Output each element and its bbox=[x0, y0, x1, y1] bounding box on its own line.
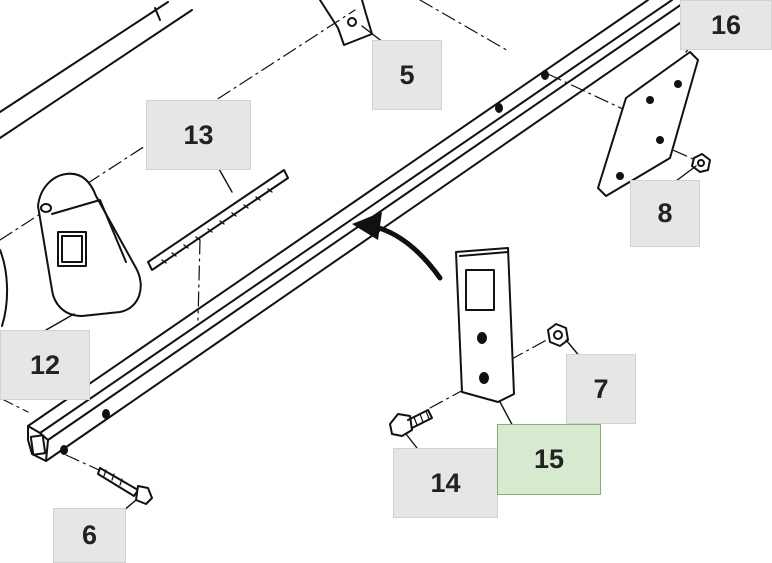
nut-part-8 bbox=[691, 153, 711, 173]
bolt-part-14 bbox=[389, 409, 433, 437]
callout-16: 16 bbox=[680, 0, 772, 50]
callout-12: 12 bbox=[0, 330, 90, 400]
direction-arrow bbox=[352, 212, 443, 281]
callout-5: 5 bbox=[372, 40, 442, 110]
callout-14: 14 bbox=[393, 448, 498, 518]
plate-part-12 bbox=[0, 172, 142, 327]
callout-15[interactable]: 15 bbox=[497, 424, 601, 495]
bracket-part-5 bbox=[319, 0, 373, 46]
callout-8: 8 bbox=[630, 180, 700, 247]
callout-13: 13 bbox=[146, 100, 251, 170]
upper-frame-member bbox=[0, 1, 193, 139]
nut-part-7 bbox=[547, 323, 569, 347]
strip-part-13 bbox=[147, 169, 289, 271]
square-tube bbox=[27, 0, 697, 462]
plate-part-15 bbox=[455, 247, 515, 403]
bolt-part-6 bbox=[97, 467, 153, 505]
callout-7: 7 bbox=[566, 354, 636, 424]
plate-part-16 bbox=[597, 51, 699, 197]
callout-6: 6 bbox=[53, 508, 126, 563]
